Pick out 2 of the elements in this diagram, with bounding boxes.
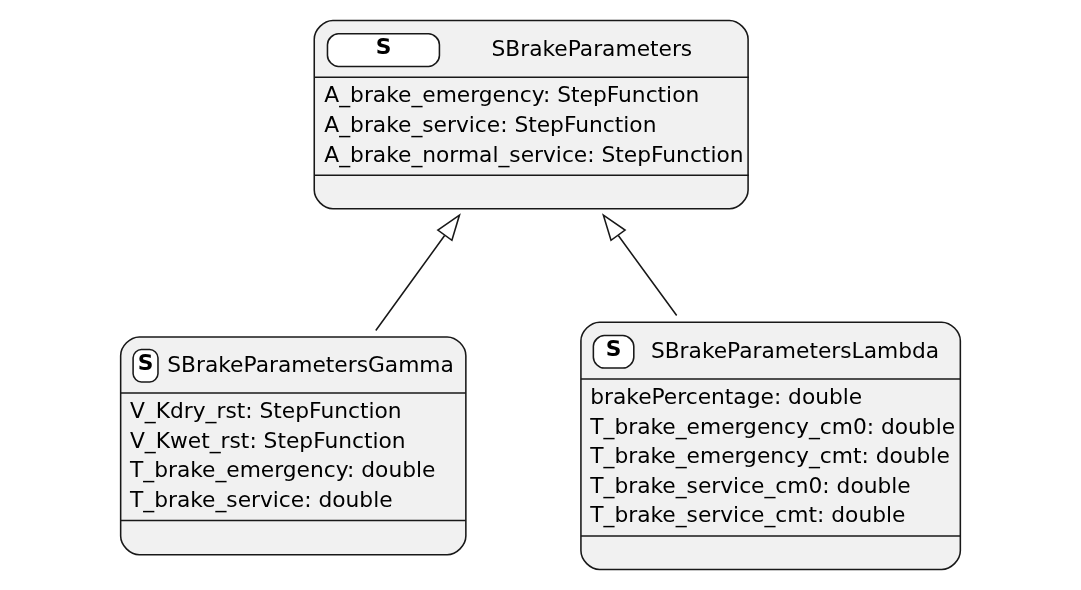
arrow (602, 213, 678, 317)
arrow (375, 213, 461, 332)
